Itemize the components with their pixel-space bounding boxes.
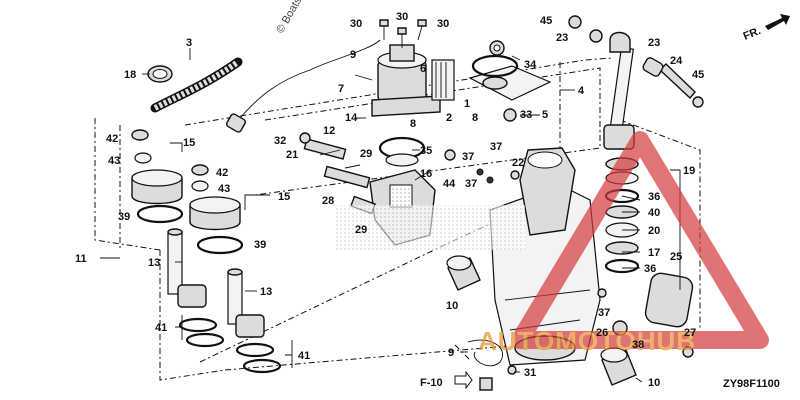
piston-1 [167,228,225,348]
callout: 13 [148,257,160,269]
callout: 16 [420,168,432,180]
callout: 19 [683,165,695,177]
callout: 40 [648,207,660,219]
callout: 10 [446,300,458,312]
callout: 42 [106,133,118,145]
copyright-watermark: © Boats [274,0,304,36]
callout: 9 [448,347,454,359]
part-code: ZY98F1100 [723,378,780,390]
callout: 23 [648,37,660,49]
callout: 32 [274,135,286,147]
callout: 10 [648,377,660,389]
direction-label: FR. [742,25,763,43]
callout: 30 [437,18,449,30]
callout: 26 [596,327,608,339]
callout: 45 [692,69,704,81]
callout: 13 [260,286,272,298]
pin-assembly [642,57,696,100]
callout: 35 [420,145,432,157]
callout: 3 [186,37,192,49]
callout: 30 [396,11,408,23]
callout: 12 [323,125,335,137]
callout: 43 [108,155,120,167]
ref-f10: F-10 [420,370,473,390]
brand-watermark-text: AUTOMOTOHUB [478,326,696,356]
callout: 25 [670,251,682,263]
callout: 37 [462,151,474,163]
callout: 37 [598,307,610,319]
callout: 31 [524,367,536,379]
callout: 11 [75,253,87,265]
callout: 1 [464,98,470,110]
callout: 15 [278,191,290,203]
callouts: 30 30 30 45 23 23 24 45 3 18 9 6 34 7 4 … [75,11,704,389]
callout: 37 [490,141,502,153]
callout: 41 [155,322,167,334]
callout: 30 [350,18,362,30]
callout: 41 [298,350,310,362]
leader-lines [100,48,681,383]
callout: 5 [542,109,548,121]
callout: 36 [648,191,660,203]
callout: 23 [556,32,568,44]
ref-label: F-10 [420,377,443,389]
callout: 38 [632,339,644,351]
callout: 27 [684,327,696,339]
callout: 18 [124,69,136,81]
callout: 7 [338,83,344,95]
callout: 43 [218,183,230,195]
callout: 20 [648,225,660,237]
hose-assembly [147,57,243,113]
callout: 6 [420,63,426,75]
callout: 8 [472,112,478,124]
callout: 22 [512,157,524,169]
cap-set-1 [131,129,184,224]
callout: 34 [524,59,537,71]
callout: 24 [670,55,683,67]
callout: 15 [183,137,195,149]
callout: 28 [322,195,334,207]
cap-set-2 [189,164,244,255]
callout: 42 [216,167,228,179]
callout: 44 [443,178,456,190]
front-arrow-icon [765,14,790,30]
piston-2 [227,268,282,374]
callout: 39 [118,211,130,223]
cable-harness [225,39,381,133]
callout: 29 [360,148,372,160]
callout: 33 [520,109,532,121]
callout: 9 [350,49,356,61]
callout: 36 [644,263,656,275]
callout: 8 [410,118,416,130]
front-direction-indicator: FR. [742,14,790,43]
callout: 45 [540,15,552,27]
callout: 4 [578,85,585,97]
tilt-motor [371,44,455,117]
bolts-top [379,15,704,108]
valves [299,132,376,215]
halftone-panel [335,205,525,250]
bushings [446,255,637,386]
callout: 17 [648,247,660,259]
callout: 14 [345,112,358,124]
callout: 39 [254,239,266,251]
callout: 29 [355,224,367,236]
brand-watermark: AUTOMOTOHUB [478,131,769,356]
callout: 37 [465,178,477,190]
callout: 2 [446,112,452,124]
pump-unit [468,40,552,122]
callout: 21 [286,149,298,161]
